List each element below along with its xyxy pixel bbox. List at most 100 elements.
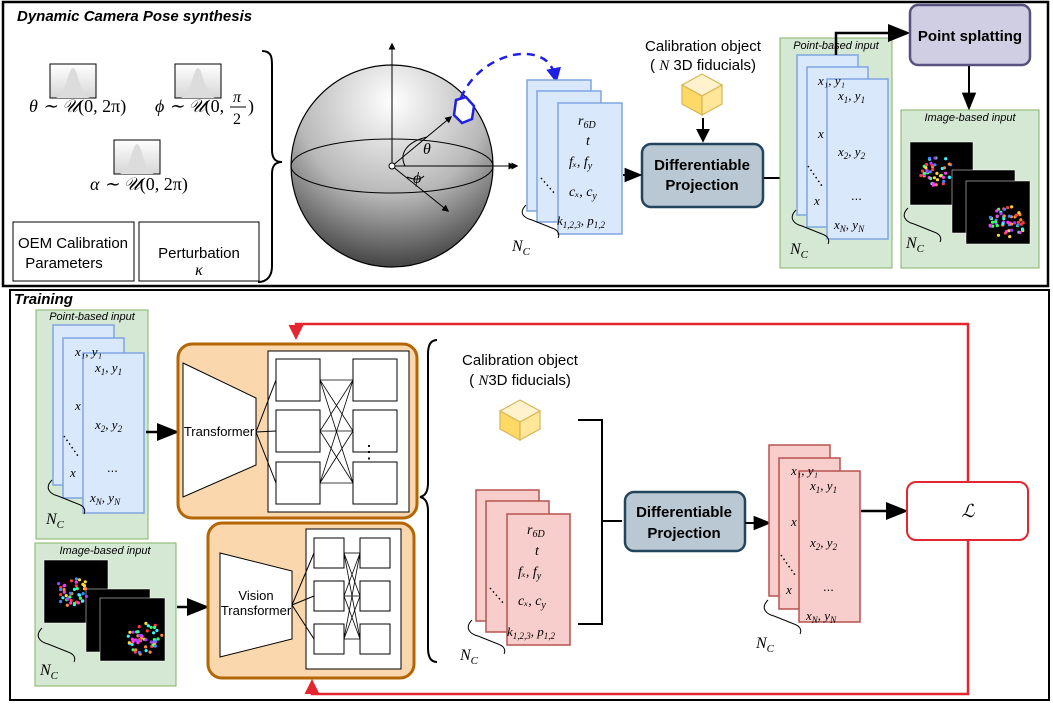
proj-back-peek: x₁, y₁ bbox=[790, 463, 818, 478]
fiducial-dot bbox=[130, 637, 134, 641]
point-back-peek3-bottom: x bbox=[69, 465, 76, 480]
nc-brace-images-bottom bbox=[37, 627, 76, 663]
fiducial-dot bbox=[942, 166, 947, 170]
camera-parameter-stack bbox=[526, 79, 623, 235]
fiducial-dot bbox=[135, 630, 139, 634]
calib-object-sub-top: ( N 3D fiducials) bbox=[650, 57, 756, 74]
encoder-connector bbox=[291, 552, 315, 606]
vit-mlp-node-output bbox=[359, 623, 391, 655]
camera-dashed-arrow bbox=[459, 52, 561, 99]
fiducial-dot bbox=[928, 170, 932, 174]
encoder-connector bbox=[291, 595, 315, 606]
fiducial-dot bbox=[947, 162, 951, 166]
point-back-peek3-top: x bbox=[813, 193, 820, 208]
param-t: t bbox=[586, 134, 591, 149]
fiducial-dot bbox=[942, 179, 946, 183]
fiducial-dot bbox=[941, 175, 946, 179]
nc-brace-points-top bbox=[791, 209, 830, 245]
mlp-node-output bbox=[352, 409, 398, 453]
fiducial-dot bbox=[920, 169, 925, 173]
fiducial-dot bbox=[62, 590, 66, 594]
fiducial-dot bbox=[1016, 223, 1020, 227]
synthesis-panel bbox=[1, 0, 1050, 288]
fiducial-dot bbox=[929, 176, 933, 181]
fiducial-dot bbox=[1016, 220, 1021, 224]
camera-hexagon-icon bbox=[452, 95, 476, 125]
phi-gaussian-icon bbox=[174, 63, 222, 99]
diff-projection-line2-top: Projection bbox=[665, 177, 738, 194]
fiducial-dot bbox=[995, 224, 999, 228]
fiducial-dot bbox=[78, 596, 82, 600]
calib-cube-icon-top bbox=[680, 73, 724, 117]
diff-projection-box-top bbox=[640, 142, 765, 209]
nc-label-images-bottom: NC bbox=[39, 662, 59, 682]
fiducial-dot bbox=[1009, 228, 1014, 232]
nc-label-points-top: NC bbox=[789, 241, 809, 261]
pred-param-r6d: r6D bbox=[527, 523, 545, 540]
fiducial-dot bbox=[931, 168, 935, 172]
fiducial-dot bbox=[149, 640, 153, 644]
proj-back-peek3: x bbox=[785, 582, 792, 597]
calib-object-sub-bottom: ( N3D fiducials) bbox=[469, 372, 571, 389]
fiducial-dot bbox=[61, 596, 65, 600]
feedback-arrow-bottom bbox=[304, 540, 970, 696]
fiducial-dot bbox=[57, 582, 61, 586]
vit-label-line2: Transformer bbox=[221, 603, 292, 618]
mlp-node-input bbox=[275, 461, 321, 505]
nc-label-points-bottom: NC bbox=[45, 511, 65, 531]
nc-label-pred-params: NC bbox=[459, 647, 479, 667]
diff-projection-line1-bottom: Differentiable bbox=[636, 504, 732, 521]
fiducial-dot bbox=[82, 584, 87, 588]
fiducial-dot bbox=[144, 638, 148, 642]
fiducial-dot bbox=[83, 580, 87, 584]
fiducial-dot bbox=[1010, 222, 1014, 226]
fiducial-dot bbox=[59, 593, 63, 597]
proj-dots-label: ... bbox=[823, 579, 834, 594]
synthesis-title: Dynamic Camera Pose synthesis bbox=[17, 8, 252, 25]
vit-trapezoid bbox=[219, 552, 293, 658]
point-back-peek-bottom: x₁, y₁ bbox=[74, 344, 102, 359]
fiducial-dot bbox=[84, 587, 88, 591]
training-title: Training bbox=[14, 291, 73, 308]
diff-projection-line1-top: Differentiable bbox=[654, 157, 750, 174]
oem-label-line1: OEM Calibration bbox=[18, 235, 128, 252]
nc-brace-images-top bbox=[903, 207, 942, 243]
phi-distribution-close: ) bbox=[248, 96, 254, 117]
fiducial-dot bbox=[146, 624, 150, 628]
param-principal: cₓ, cy bbox=[569, 185, 597, 202]
vit-mlp-node-input bbox=[313, 580, 345, 612]
encoder-connector bbox=[255, 431, 277, 484]
training-panel bbox=[9, 289, 1050, 701]
mlp-node-output bbox=[352, 461, 398, 505]
alpha-gaussian-icon bbox=[113, 139, 161, 175]
fiducial-dot bbox=[59, 588, 63, 592]
fiducial-dot bbox=[138, 633, 142, 638]
point-dots-label-top: ... bbox=[851, 188, 862, 203]
fiducial-dot bbox=[995, 209, 999, 213]
fiducial-dot bbox=[59, 599, 63, 604]
mlp-edge bbox=[319, 379, 354, 432]
fiducial-dot bbox=[1002, 214, 1006, 218]
transformer-label: Transformer bbox=[184, 424, 255, 439]
image-based-title-top: Image-based input bbox=[924, 112, 1016, 124]
vit-mlp-network bbox=[291, 537, 391, 655]
point-back-peek-top: x₁, y₁ bbox=[817, 73, 845, 88]
fiducial-dot bbox=[76, 601, 80, 605]
encoder-connector bbox=[255, 430, 277, 433]
fiducial-dot bbox=[77, 578, 82, 582]
point-pn-top: xN, yN bbox=[833, 217, 865, 234]
fiducial-dot bbox=[996, 233, 1001, 237]
mlp-node-input bbox=[275, 409, 321, 453]
points-to-splat-arrow bbox=[834, 24, 911, 55]
kappa-symbol: κ bbox=[195, 262, 203, 279]
fiducial-dot bbox=[130, 642, 134, 647]
encoder-connector bbox=[291, 604, 315, 640]
pred-param-focal: fₓ, fy bbox=[518, 565, 542, 582]
fiducial-dot bbox=[74, 577, 78, 581]
encoders-brace bbox=[419, 339, 438, 663]
loss-label: ℒ bbox=[962, 501, 976, 521]
point-back-peek2-top: x bbox=[817, 126, 824, 141]
nc-brace-top-params bbox=[521, 204, 560, 239]
